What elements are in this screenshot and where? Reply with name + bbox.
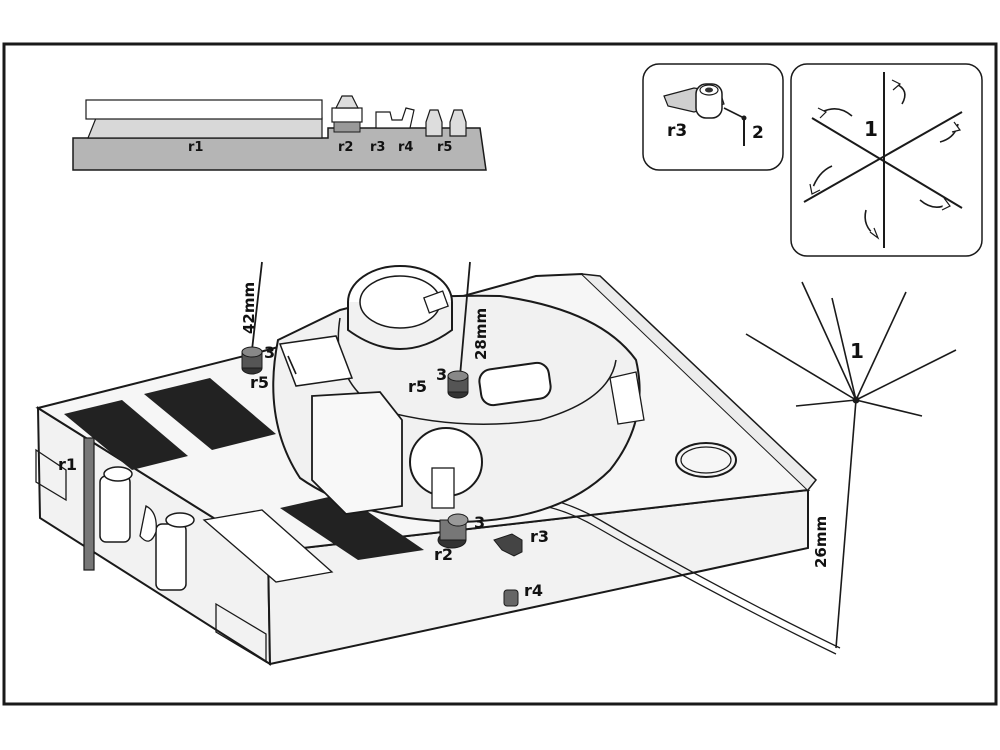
left-antenna-arrow bbox=[287, 355, 297, 375]
right-part3-label: 3 bbox=[436, 365, 447, 384]
rear-antenna-base bbox=[437, 513, 469, 549]
left-part3-label: 3 bbox=[264, 343, 275, 362]
rear-r2-label: r2 bbox=[434, 545, 453, 564]
sprue-label-r4: r4 bbox=[398, 140, 413, 155]
star-antenna-part-number: 1 bbox=[850, 339, 864, 363]
inset-mount-part-number: 2 bbox=[752, 123, 764, 143]
turret-illustration bbox=[272, 265, 645, 524]
sprue-label-r1: r1 bbox=[188, 140, 203, 155]
turret-antenna-dimension: 28mm bbox=[472, 308, 490, 360]
left-antenna-base bbox=[241, 346, 263, 375]
inset-mount-illustration bbox=[663, 83, 747, 146]
r3-label: r3 bbox=[530, 527, 549, 546]
r3-clamp bbox=[493, 533, 523, 557]
sprue-label-r5: r5 bbox=[437, 140, 452, 155]
inset-antenna-box bbox=[790, 63, 983, 257]
inset-antenna-part-number: 1 bbox=[864, 117, 878, 141]
left-antenna-rod bbox=[251, 261, 263, 351]
r1-label: r1 bbox=[58, 455, 77, 474]
r4-label: r4 bbox=[524, 581, 543, 600]
sprue-illustration bbox=[72, 95, 487, 171]
sprue-label-r2: r2 bbox=[338, 140, 353, 155]
star-antenna-dimension: 26mm bbox=[812, 516, 830, 568]
rear-part3-label: 3 bbox=[474, 513, 485, 532]
left-antenna-dimension: 42mm bbox=[240, 282, 258, 334]
inset-antenna-illustration bbox=[803, 72, 963, 248]
sprue-label-r3: r3 bbox=[370, 140, 385, 155]
left-r5-label: r5 bbox=[250, 373, 269, 392]
star-antenna-illustration bbox=[745, 281, 957, 649]
inset-mount-part-label: r3 bbox=[667, 121, 687, 141]
turret-antenna-rod bbox=[459, 261, 471, 377]
r4-bushing bbox=[503, 589, 519, 607]
turret-antenna-base bbox=[447, 370, 469, 399]
right-r5-label: r5 bbox=[408, 377, 427, 396]
